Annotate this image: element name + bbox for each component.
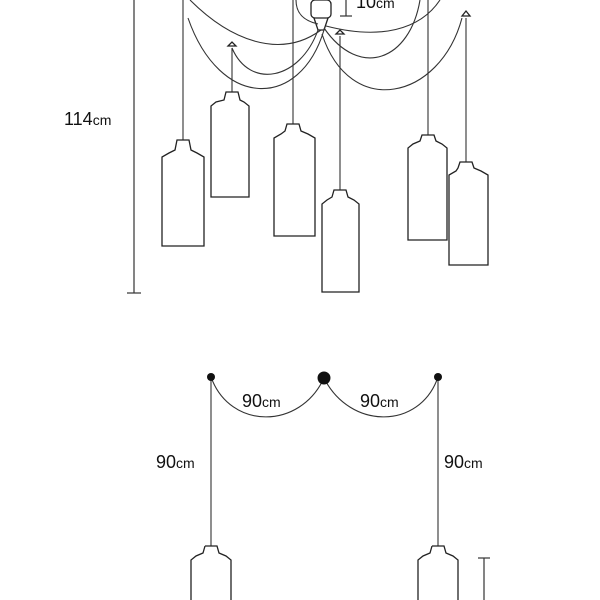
canopy-label: 10cm — [356, 0, 395, 12]
pendant-1 — [161, 139, 205, 247]
pendant-2 — [210, 91, 250, 198]
pendant-shades — [161, 91, 489, 293]
pendant-6 — [448, 161, 489, 266]
span-cords — [210, 376, 439, 546]
canopy-hub — [310, 0, 332, 31]
anchor-6 — [460, 9, 472, 17]
height-dimension: 114cm — [64, 0, 141, 294]
cords — [182, 0, 467, 190]
height-label: 114cm — [64, 109, 111, 129]
center-anchor-dot — [317, 371, 331, 385]
shade-dimension — [478, 557, 490, 600]
pendant-3 — [273, 123, 316, 237]
anchor-4 — [334, 29, 346, 35]
anchor-2 — [226, 41, 238, 47]
cord-anchors — [226, 9, 472, 47]
drop-left-label: 90cm — [156, 452, 195, 472]
right-anchor-dot — [434, 373, 442, 381]
anchor-dots — [207, 371, 442, 385]
pendant-4 — [321, 189, 360, 293]
bottom-pendant-left — [190, 545, 232, 600]
span-left-label: 90cm — [242, 391, 281, 411]
pendant-5 — [407, 134, 448, 241]
span-right-label: 90cm — [360, 391, 399, 411]
canopy-dimension: 10cm — [340, 0, 395, 17]
left-anchor-dot — [207, 373, 215, 381]
bottom-pendant-right — [417, 545, 459, 600]
drop-right-label: 90cm — [444, 452, 483, 472]
